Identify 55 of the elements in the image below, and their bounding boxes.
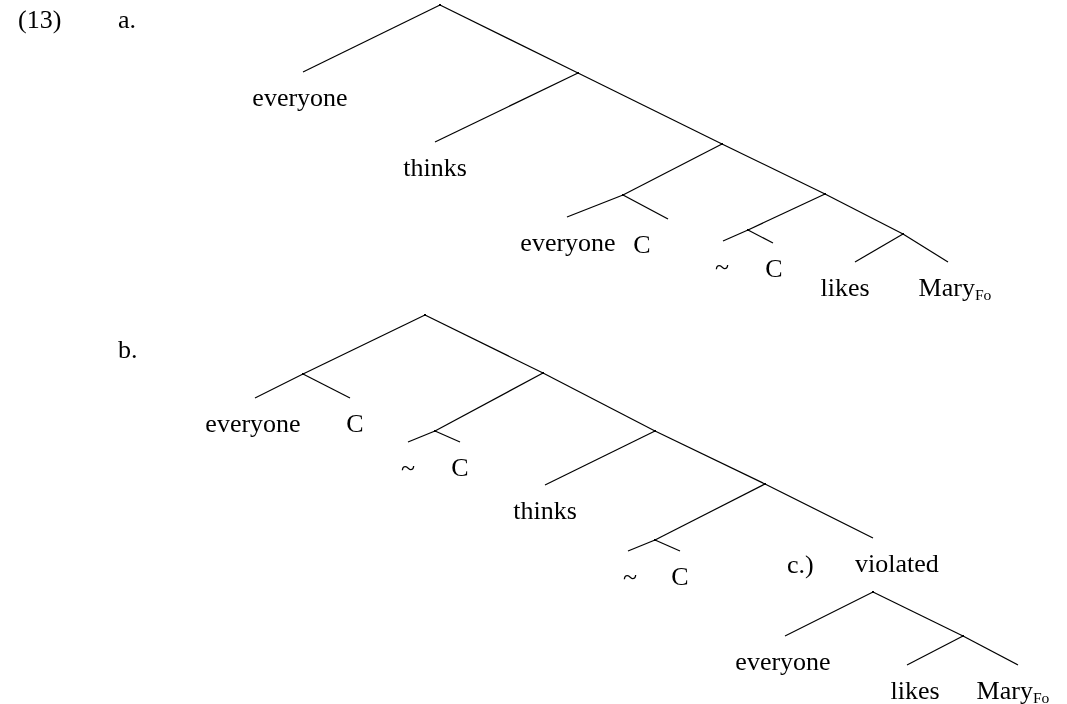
tree-branch (302, 373, 351, 399)
tree-branch (622, 194, 669, 220)
tree-leaf-word: C (671, 551, 689, 591)
tree-leaf-word: violated (855, 538, 939, 578)
tree-branch (872, 591, 964, 637)
tree-leaf-word: thinks (513, 485, 577, 525)
tree-leaf-word: ~ (622, 551, 638, 591)
tree-branch (721, 143, 826, 195)
tree-branch (439, 4, 579, 74)
tree-leaf-word: C (451, 442, 469, 482)
tree-branch (622, 143, 723, 196)
tree-leaf-word: thinks (403, 142, 467, 182)
tree-leaf-word: likes (820, 262, 870, 302)
example-number: (13) (18, 5, 62, 35)
tree-leaf-word: everyone (205, 398, 301, 438)
tree-branch (627, 539, 656, 552)
tree-branch (784, 591, 874, 637)
tree-branch (434, 430, 461, 443)
tree-leaf-word: Mary$_{Fo}$ (918, 262, 992, 309)
tree-leaf-word: Mary$_{Fo}$ (976, 665, 1050, 704)
tree-leaf-word: C (633, 219, 651, 259)
tree-branch (302, 314, 426, 375)
tree-branch (434, 72, 579, 143)
tree-leaf-word: C (765, 243, 783, 283)
tree-branch (854, 233, 904, 263)
sub-example-letter: a. (118, 5, 137, 35)
tree-branch (566, 194, 624, 218)
sub-example-letter: c.) (787, 550, 814, 580)
tree-leaf-word: everyone (520, 217, 616, 257)
tree-branch (962, 635, 1019, 666)
tree-branch (654, 483, 766, 541)
tree-branch (654, 430, 766, 485)
tree-leaf-word: everyone (735, 636, 831, 676)
tree-leaf-word: likes (890, 665, 940, 704)
tree-branch (544, 430, 656, 486)
tree-branch (302, 4, 441, 73)
tree-branch (764, 483, 874, 539)
tree-branch (577, 72, 723, 145)
tree-branch (254, 373, 304, 399)
tree-branch (906, 635, 964, 666)
tree-leaf-word: ~ (714, 241, 730, 281)
tree-leaf-word: everyone (252, 72, 348, 112)
tree-branch (747, 229, 774, 244)
tree-branch (434, 372, 544, 432)
sub-example-letter: b. (118, 335, 138, 365)
tree-leaf-word: C (346, 398, 364, 438)
tree-branch (654, 539, 681, 552)
tree-branch (542, 372, 656, 432)
tree-branch (902, 233, 949, 263)
tree-branch (747, 193, 826, 231)
tree-branch (407, 430, 436, 443)
tree-branch (722, 229, 749, 242)
tree-branch (424, 314, 544, 374)
tree-branch (824, 193, 904, 235)
tree-leaf-word: ~ (400, 442, 416, 482)
